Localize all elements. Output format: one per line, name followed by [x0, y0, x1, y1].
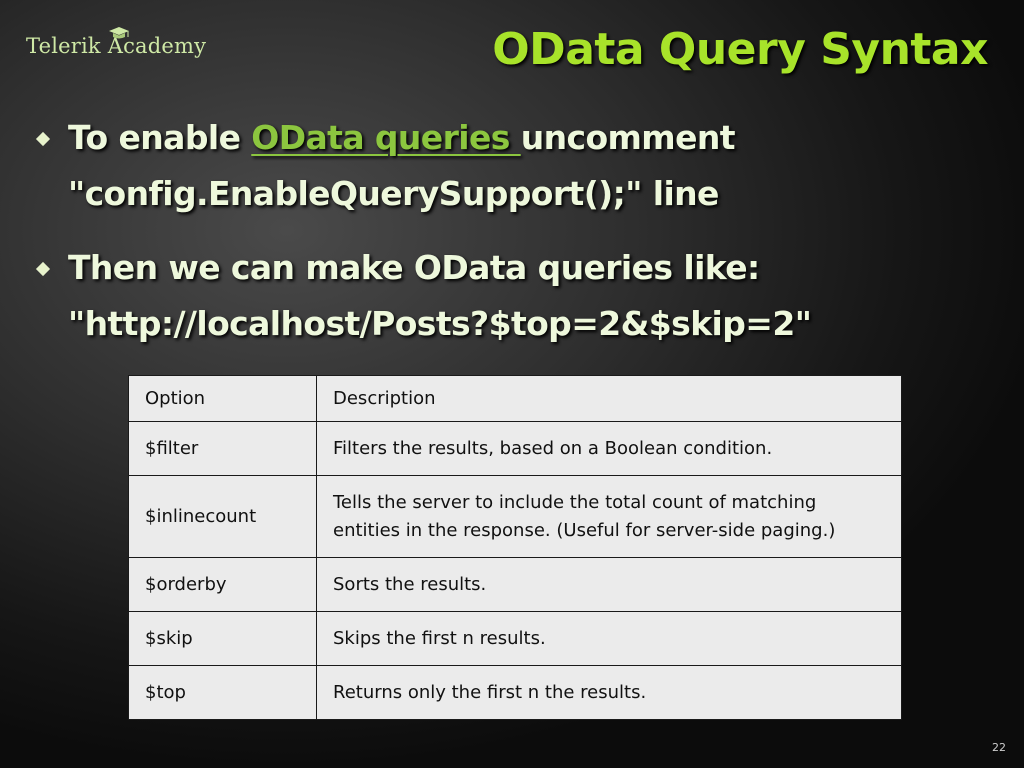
table-row: $inlinecount Tells the server to include…	[128, 475, 902, 558]
description-cell: Tells the server to include the total co…	[316, 475, 902, 558]
bullet-line: Then we can make OData queries like:	[68, 248, 760, 287]
option-cell: $top	[128, 665, 317, 720]
option-cell: $inlinecount	[128, 475, 317, 558]
slide-title: OData Query Syntax	[492, 24, 988, 75]
bullet-list: To enable OData queries uncomment "confi…	[35, 110, 998, 352]
table-row: $top Returns only the first n the result…	[128, 665, 902, 720]
option-cell: $orderby	[128, 557, 317, 612]
table-row: $skip Skips the first n results.	[128, 611, 902, 666]
header-cell-option: Option	[128, 375, 317, 422]
table-row: $filter Filters the results, based on a …	[128, 421, 902, 476]
odata-queries-link[interactable]: OData queries	[251, 118, 521, 157]
bullet-text: To enable	[68, 118, 252, 157]
graduation-cap-icon	[109, 27, 129, 39]
page-number: 22	[992, 741, 1006, 754]
header-cell-description: Description	[316, 375, 902, 422]
diamond-bullet-icon	[35, 261, 51, 277]
bullet-line: "config.EnableQuerySupport();" line	[68, 174, 719, 213]
table-header-row: Option Description	[128, 375, 902, 422]
bullet-line: "http://localhost/Posts?$top=2&$skip=2"	[68, 304, 812, 343]
option-cell: $skip	[128, 611, 317, 666]
odata-options-table: Option Description $filter Filters the r…	[128, 375, 902, 720]
description-cell: Returns only the first n the results.	[316, 665, 902, 720]
table-row: $orderby Sorts the results.	[128, 557, 902, 612]
option-cell: $filter	[128, 421, 317, 476]
bullet-text: uncomment	[520, 118, 736, 157]
description-cell: Skips the first n results.	[316, 611, 902, 666]
bullet-query-example: Then we can make OData queries like: "ht…	[35, 240, 998, 352]
description-cell: Filters the results, based on a Boolean …	[316, 421, 902, 476]
bullet-enable-queries: To enable OData queries uncomment "confi…	[35, 110, 998, 222]
telerik-academy-logo: Telerik Academy	[26, 27, 206, 58]
description-cell: Sorts the results.	[316, 557, 902, 612]
diamond-bullet-icon	[35, 131, 51, 147]
bullet-line: To enable OData queries uncomment	[68, 110, 998, 166]
